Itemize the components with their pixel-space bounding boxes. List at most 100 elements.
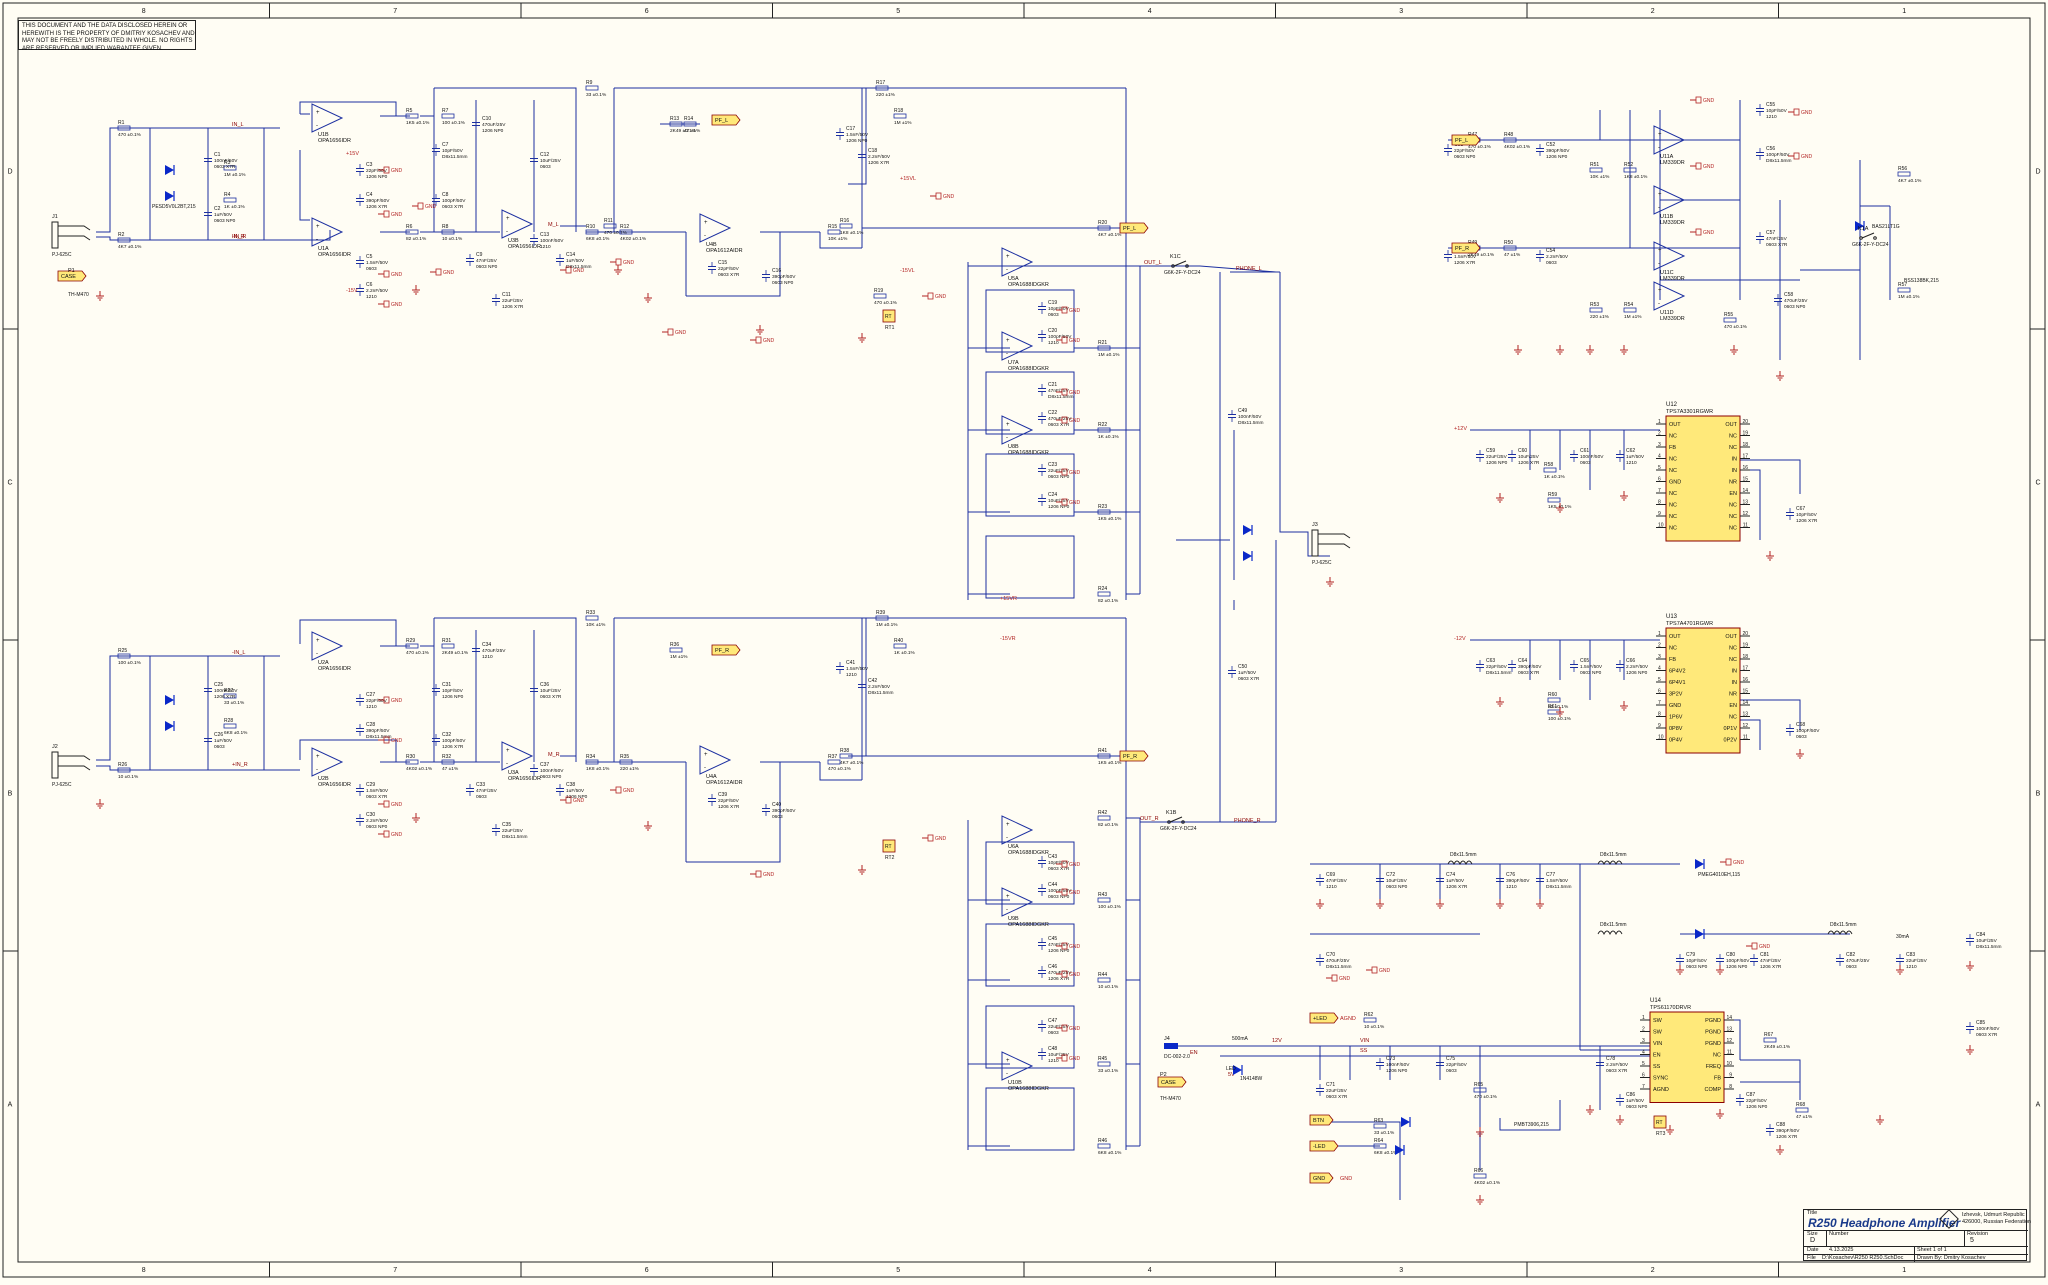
- frame-row-label: C: [7, 480, 12, 487]
- ic-pin-number: 7: [1658, 488, 1661, 494]
- connector-part: TH-M470: [68, 292, 89, 298]
- ground-label: GND: [573, 798, 585, 804]
- resistor-body: [223, 693, 237, 699]
- resistor-value: 6K8 ±0.1%: [586, 236, 610, 242]
- jack-body: [51, 221, 59, 249]
- ground-label: GND: [391, 738, 403, 744]
- capacitor-value: 100pF/50V: [1766, 152, 1790, 158]
- ground-label: GND: [623, 788, 635, 794]
- opamp-part: OPA1656IDR: [318, 138, 351, 144]
- drawn-by: Drawn By: Dmitry Kosachev: [1917, 1255, 1986, 1261]
- resistor-ref: R58: [1544, 462, 1553, 468]
- resistor-body: [1097, 1061, 1111, 1067]
- ic-pin-number: 2: [1658, 643, 1661, 649]
- port-shape: [711, 114, 741, 126]
- ground-symbol: GND: [378, 830, 403, 838]
- ground-symbol: GND: [662, 328, 687, 336]
- capacitor-value: 100nF/50V: [540, 768, 564, 774]
- capacitor-value: 47nF/25V: [1766, 236, 1788, 242]
- opamp-minus-pin: -: [1658, 301, 1660, 307]
- opamp-plus-pin: +: [1658, 288, 1662, 294]
- earth-symbol: [1496, 697, 1504, 707]
- resistor-body: [441, 643, 455, 649]
- ic-pin-left: FB: [1669, 657, 1676, 663]
- earth-symbol: [1476, 1195, 1484, 1205]
- capacitor-ref: C12: [540, 152, 549, 158]
- capacitor-ref: C59: [1486, 448, 1495, 454]
- port-flag: CASE: [57, 270, 87, 282]
- opamp-part: OPA1688IDGKR: [1008, 366, 1049, 372]
- capacitor-ref: C70: [1326, 952, 1335, 958]
- capacitor-package: 1206 NP0: [366, 174, 388, 180]
- ground-label: GND: [623, 260, 635, 266]
- opamp-part: LM339DR: [1660, 316, 1685, 322]
- capacitor-package: 0603 NP0: [214, 218, 236, 224]
- resistor-ref: R13: [670, 116, 679, 122]
- resistor-value: 6K8 ±0.1%: [1098, 1150, 1122, 1156]
- ground-symbol: GND: [1056, 416, 1081, 424]
- resistor-ref: R6: [406, 224, 413, 230]
- ground-symbol: GND: [1056, 970, 1081, 978]
- ground-symbol: GND: [412, 202, 437, 210]
- opamp-triangle: [311, 747, 344, 777]
- capacitor-ref: C16: [772, 268, 781, 274]
- frame-column-label: 8: [142, 8, 146, 15]
- frame-column-label: 2: [1651, 1267, 1655, 1274]
- ic-pin-right: NC: [1729, 503, 1737, 509]
- ground-label: GND: [1069, 338, 1081, 344]
- net-label: 12V: [1272, 1038, 1282, 1044]
- resistor-value: 1K ±0.1%: [224, 204, 246, 210]
- ic-pin-left: 6P4V2: [1669, 669, 1686, 675]
- capacitor-value: 100pF/50V: [1726, 958, 1750, 964]
- ic-pin-number: 14: [1742, 700, 1748, 706]
- connector-part: PJ-625C: [1312, 560, 1332, 566]
- resistor-ref: R38: [840, 748, 849, 754]
- part-annotation: PMBT3906,215: [1514, 1122, 1549, 1128]
- opamp-ref: U11A: [1660, 154, 1674, 160]
- ground-label: GND: [1069, 1056, 1081, 1062]
- capacitor-value: 22pF/50V: [366, 168, 388, 174]
- capacitor-package: 1210: [1906, 964, 1917, 970]
- resistor-body: [1763, 1037, 1777, 1043]
- frame-row-label: A: [8, 1102, 13, 1109]
- opamp-triangle: [1001, 887, 1034, 917]
- capacitor-package: 0603 X7R: [718, 272, 740, 278]
- wire-network: [96, 87, 1891, 1200]
- earth-symbol: [1476, 1127, 1484, 1137]
- capacitor-value: 100nF/50V: [540, 238, 564, 244]
- ground-label: GND: [1069, 390, 1081, 396]
- ground-label: GND: [391, 832, 403, 838]
- port-label: PF_L: [1455, 138, 1468, 144]
- ground-symbol: GND: [750, 870, 775, 878]
- capacitor-value: 100pF/50V: [1048, 888, 1072, 894]
- capacitor-package: 0603 NP0: [1048, 474, 1070, 480]
- resistor-ref: R22: [1098, 422, 1107, 428]
- diode-symbol: [1395, 1145, 1405, 1155]
- resistor-ref: R65: [1474, 1082, 1483, 1088]
- earth-symbol: [1556, 707, 1564, 717]
- ic-pin-number: 17: [1742, 454, 1748, 460]
- ic-pin-number: 18: [1742, 654, 1748, 660]
- capacitor-value: 10uF/25V: [1976, 938, 1998, 944]
- resistor-body: [827, 759, 841, 765]
- thermistor-body: [1653, 1115, 1667, 1129]
- capacitor-value: 22pF/50V: [718, 798, 740, 804]
- resistor-ref: R50: [1504, 240, 1513, 246]
- opamp-ref: U10B: [1008, 1080, 1022, 1086]
- capacitor-value: 10uF/25V: [1518, 454, 1540, 460]
- resistor-ref: R17: [876, 80, 885, 86]
- ic-pin-number: 13: [1742, 500, 1748, 506]
